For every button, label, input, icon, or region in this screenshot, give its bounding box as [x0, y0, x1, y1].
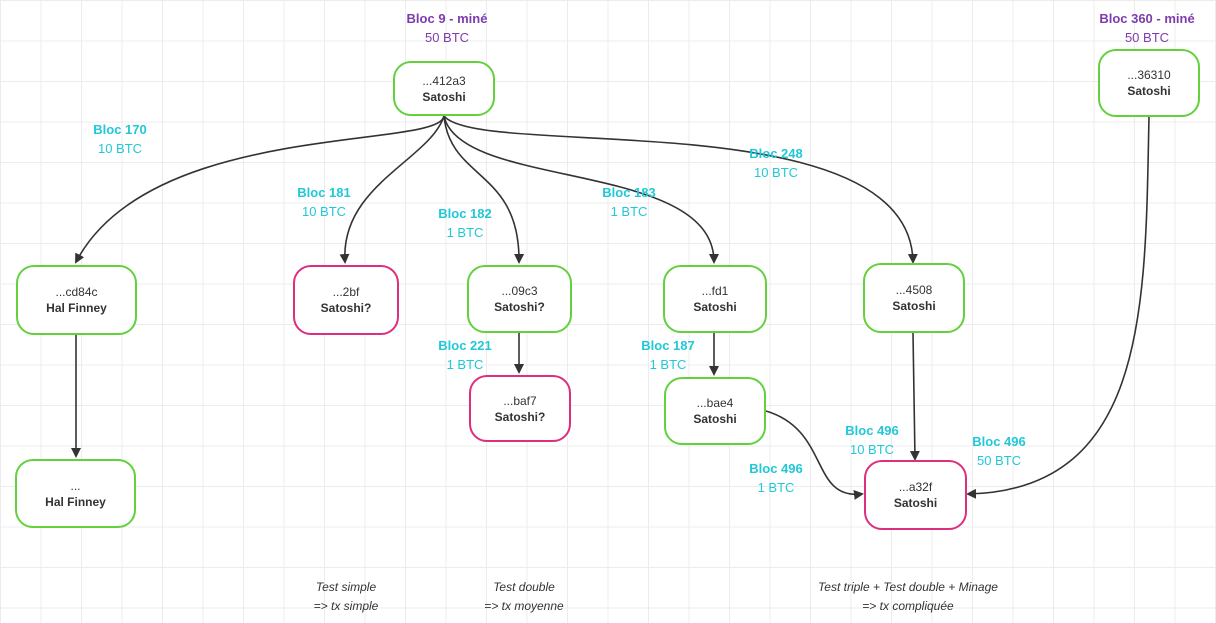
- node-address: ...: [70, 478, 81, 493]
- block-number: Bloc 170: [93, 122, 147, 137]
- block-amount: 1 BTC: [610, 204, 648, 219]
- edge-label-bloc-360: Bloc 360 - miné 50 BTC: [1099, 9, 1194, 47]
- block-amount: 1 BTC: [446, 357, 484, 372]
- node-owner: Satoshi: [893, 496, 938, 510]
- wallet-node-cd84c[interactable]: ...cd84c Hal Finney: [16, 265, 137, 335]
- block-number: Bloc 248: [749, 146, 803, 161]
- edge-label-bloc-187: Bloc 187 1 BTC: [641, 336, 694, 374]
- block-amount: 50 BTC: [1124, 30, 1170, 45]
- wallet-node-a32f[interactable]: ...a32f Satoshi: [864, 460, 967, 530]
- wallet-node-09c3[interactable]: ...09c3 Satoshi?: [467, 265, 572, 333]
- edge-label-bloc-182: Bloc 182 1 BTC: [438, 204, 491, 242]
- note-test-simple: Test simple => tx simple: [314, 578, 379, 616]
- node-owner: Satoshi?: [494, 300, 545, 314]
- block-amount: 10 BTC: [97, 141, 143, 156]
- edge-4508-to-a32f: [909, 332, 920, 461]
- node-owner: Hal Finney: [45, 494, 106, 509]
- node-owner: Satoshi: [1127, 84, 1171, 98]
- block-amount: 1 BTC: [649, 357, 687, 372]
- edge-label-bloc-496-from-4508: Bloc 496 10 BTC: [845, 421, 898, 459]
- note-line-1: Test simple: [315, 580, 377, 594]
- edge-36310-to-a32f: [966, 116, 1150, 499]
- block-number: Bloc 182: [438, 206, 492, 221]
- node-address: ...09c3: [501, 284, 538, 298]
- edge-label-bloc-496-from-36310: Bloc 496 50 BTC: [972, 432, 1025, 470]
- block-number: Bloc 183: [602, 185, 656, 200]
- node-address: ...a32f: [898, 480, 933, 494]
- block-number: Bloc 496: [749, 461, 803, 476]
- block-amount: 1 BTC: [757, 480, 795, 495]
- node-address: ...fd1: [701, 284, 729, 298]
- edge-label-bloc-170: Bloc 170 10 BTC: [93, 120, 146, 158]
- wallet-node-412a3[interactable]: ...412a3 Satoshi: [393, 61, 495, 116]
- edge-label-bloc-9: Bloc 9 - miné 50 BTC: [407, 9, 488, 47]
- wallet-node-bae4[interactable]: ...bae4 Satoshi: [664, 377, 766, 445]
- wallet-node-baf7[interactable]: ...baf7 Satoshi?: [469, 375, 571, 442]
- block-number: Bloc 9 - miné: [406, 11, 488, 26]
- wallet-node-2bf[interactable]: ...2bf Satoshi?: [293, 265, 399, 335]
- edge-412a3-to-2bf: [339, 115, 445, 264]
- node-address: ...36310: [1127, 68, 1171, 82]
- wallet-node-fd1[interactable]: ...fd1 Satoshi: [663, 265, 767, 333]
- node-address: ...4508: [895, 283, 933, 297]
- block-amount: 10 BTC: [849, 442, 895, 457]
- note-line-2: => tx moyenne: [484, 599, 564, 613]
- block-number: Bloc 496: [845, 423, 899, 438]
- node-address: ...412a3: [422, 73, 466, 88]
- edge-label-bloc-183: Bloc 183 1 BTC: [602, 183, 655, 221]
- edge-bae4-to-a32f: [765, 410, 864, 500]
- edge-label-bloc-496-from-bae4: Bloc 496 1 BTC: [749, 459, 802, 497]
- block-amount: 50 BTC: [976, 453, 1022, 468]
- node-owner: Satoshi?: [494, 409, 546, 424]
- node-owner: Satoshi: [693, 300, 737, 314]
- edge-label-bloc-248: Bloc 248 10 BTC: [749, 144, 802, 182]
- note-line-1: Test double: [493, 580, 555, 594]
- block-number: Bloc 221: [438, 338, 492, 353]
- block-number: Bloc 181: [297, 185, 351, 200]
- note-test-double: Test double => tx moyenne: [484, 578, 563, 616]
- edge-412a3-to-09c3: [443, 115, 525, 264]
- note-line-2: => tx simple: [313, 599, 379, 613]
- node-address: ...bae4: [696, 396, 734, 410]
- edge-412a3-to-cd84c: [75, 115, 445, 264]
- wallet-node-4508[interactable]: ...4508 Satoshi: [863, 263, 965, 333]
- edge-412a3-to-4508: [443, 115, 918, 264]
- block-amount: 50 BTC: [424, 30, 470, 45]
- block-amount: 1 BTC: [446, 225, 484, 240]
- node-owner: Satoshi: [422, 89, 466, 104]
- block-amount: 10 BTC: [301, 204, 347, 219]
- node-address: ...cd84c: [55, 285, 98, 299]
- node-owner: Satoshi: [693, 412, 737, 426]
- block-number: Bloc 496: [972, 434, 1026, 449]
- block-number: Bloc 187: [641, 338, 695, 353]
- note-line-1: Test triple + Test double + Minage: [818, 580, 998, 594]
- note-test-triple: Test triple + Test double + Minage => tx…: [818, 578, 998, 616]
- wallet-node-hal-finney[interactable]: ... Hal Finney: [15, 459, 136, 528]
- node-address: ...baf7: [503, 393, 537, 408]
- edge-label-bloc-221: Bloc 221 1 BTC: [438, 336, 491, 374]
- block-amount: 10 BTC: [753, 165, 799, 180]
- wallet-node-36310[interactable]: ...36310 Satoshi: [1098, 49, 1200, 117]
- note-line-2: => tx compliquée: [862, 599, 954, 613]
- node-owner: Satoshi: [892, 299, 936, 313]
- block-number: Bloc 360 - miné: [1099, 11, 1195, 26]
- edge-412a3-to-fd1: [443, 115, 719, 264]
- node-owner: Satoshi?: [320, 301, 372, 315]
- node-owner: Hal Finney: [46, 301, 107, 315]
- node-address: ...2bf: [332, 285, 360, 299]
- edge-label-bloc-181: Bloc 181 10 BTC: [297, 183, 350, 221]
